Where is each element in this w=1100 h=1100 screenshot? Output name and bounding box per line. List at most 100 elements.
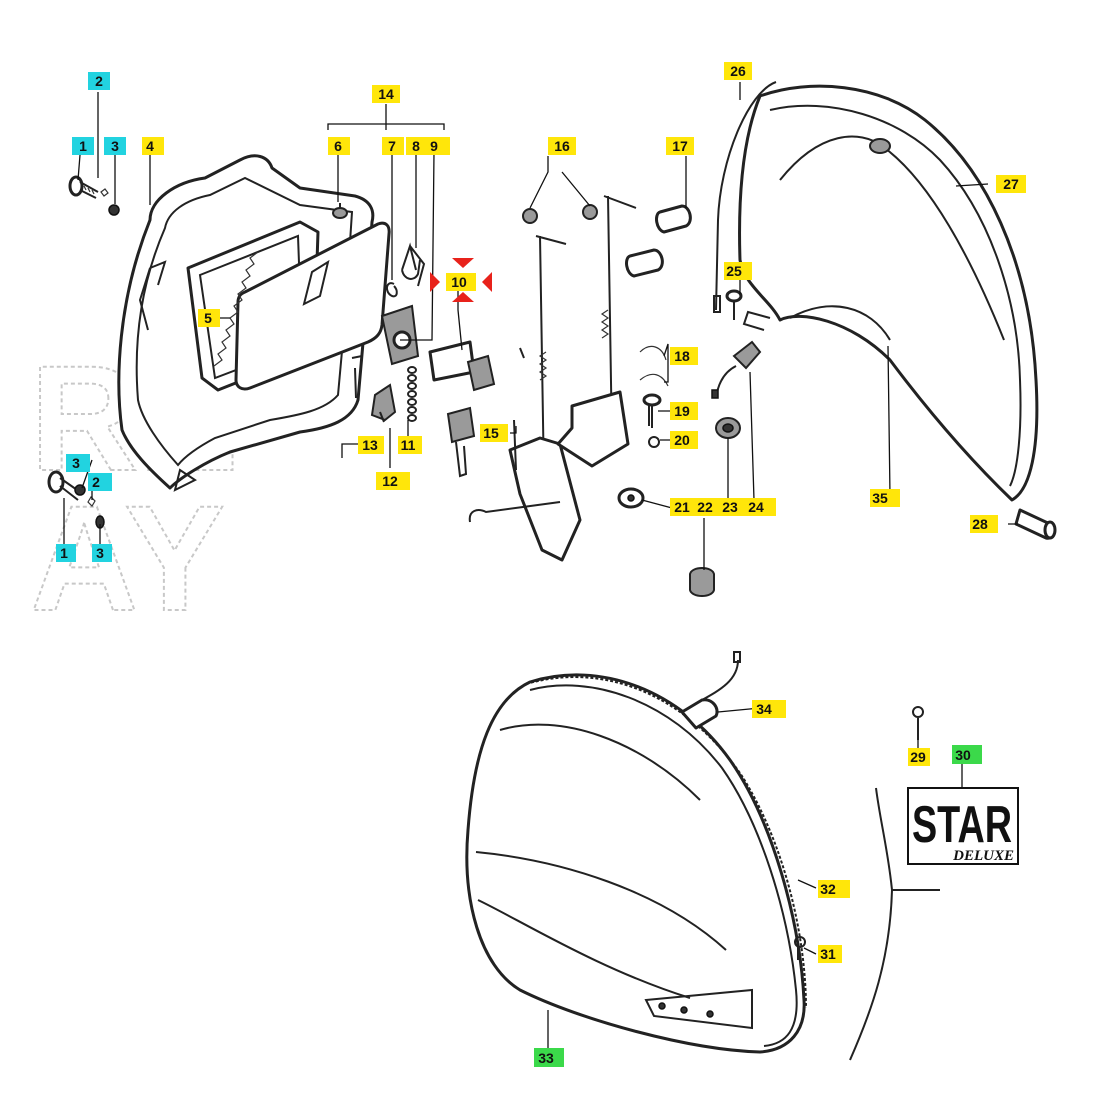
svg-text:34: 34 [756,701,772,717]
rivet-part-6 [332,203,348,219]
lock-body-part-9 [380,304,420,366]
latch-part-12 [370,383,397,423]
svg-text:2: 2 [92,474,100,490]
svg-text:23: 23 [722,499,738,515]
label-27: 27 [996,175,1026,193]
spring-part-11 [407,366,418,422]
screw-part-25 [725,289,743,320]
label-33: 33 [534,1048,564,1067]
bracket-part-8 [401,242,426,287]
label-12: 12 [376,472,410,490]
svg-text:3: 3 [72,455,80,471]
svg-text:3: 3 [96,545,104,561]
svg-text:17: 17 [672,138,688,154]
label-15: 15 [480,424,508,442]
gasket-end-part-26 [713,295,721,313]
svg-text:7: 7 [388,138,396,154]
bolt-part-1-top [68,175,99,199]
label-28: 28 [970,515,998,533]
svg-text:20: 20 [674,432,690,448]
saddlebag-shell-part-33 [465,673,806,1054]
label-3-bottom-b: 3 [92,544,112,562]
svg-text:13: 13 [362,437,378,453]
part-labels: 1 2 3 4 5 6 7 8 9 10 11 12 13 14 15 16 1… [56,62,1026,1067]
label-29: 29 [908,748,930,766]
washer-part-20 [648,436,660,448]
label-32: 32 [818,880,850,898]
svg-text:19: 19 [674,403,690,419]
grommet-part-23 [715,417,741,439]
label-34: 34 [752,700,786,718]
label-5: 5 [198,309,220,327]
label-16: 16 [548,137,576,155]
svg-text:22: 22 [697,499,713,515]
label-6: 6 [328,137,350,155]
nut-part-3-top [108,204,120,216]
clip-part-31 [794,936,806,960]
label-30: 30 [952,745,982,764]
label-13: 13 [358,436,384,454]
svg-text:14: 14 [378,86,394,102]
svg-text:26: 26 [730,63,746,79]
svg-text:32: 32 [820,881,836,897]
pins-part-17 [625,204,692,278]
label-10: 10 [446,273,476,291]
svg-text:1: 1 [79,138,87,154]
leader-lines [63,82,1018,1056]
label-3-top: 3 [104,137,126,155]
svg-text:29: 29 [910,749,926,765]
label-9: 9 [426,137,450,155]
svg-text:18: 18 [674,348,690,364]
svg-text:28: 28 [972,516,988,532]
svg-text:2: 2 [95,73,103,89]
rivet-part-29 [912,706,924,740]
gasket-part-26 [715,81,777,311]
svg-text:8: 8 [412,138,420,154]
svg-text:1: 1 [60,545,68,561]
svg-text:27: 27 [1003,176,1019,192]
svg-text:33: 33 [538,1050,554,1066]
emblem-subtitle: DELUXE [952,848,1014,864]
label-11: 11 [398,436,422,454]
nut-part-3-bottom-a [74,484,86,496]
label-31: 31 [818,945,842,963]
label-23: 23 [718,498,742,516]
springs-part-18 [538,309,669,387]
spring-part-5 [213,251,259,367]
svg-text:15: 15 [483,425,499,441]
label-2-bottom: 2 [88,473,112,491]
screw-part-19 [642,393,662,428]
label-2-top: 2 [88,72,110,90]
svg-text:35: 35 [872,490,888,506]
lid-part-27 [738,84,1039,502]
label-17: 17 [666,137,694,155]
svg-text:6: 6 [334,138,342,154]
label-18: 18 [670,347,698,365]
pin-part-28 [1014,508,1057,540]
svg-text:21: 21 [674,499,690,515]
label-35: 35 [870,489,900,507]
emblem-part-30: STAR DELUXE [907,787,1019,865]
label-22: 22 [694,498,718,516]
svg-text:16: 16 [554,138,570,154]
key-part [446,406,476,478]
label-24: 24 [742,498,776,516]
label-4: 4 [142,137,164,155]
svg-text:31: 31 [820,946,836,962]
svg-text:12: 12 [382,473,398,489]
svg-text:11: 11 [401,437,416,453]
label-14: 14 [372,85,400,103]
washer-part-21 [617,487,645,509]
svg-text:25: 25 [726,263,742,279]
door-panel [234,221,391,391]
svg-text:5: 5 [204,310,212,326]
svg-text:9: 9 [430,138,438,154]
rivet-part-16-left [522,208,538,224]
svg-text:30: 30 [955,747,971,763]
gasket-part-32 [525,676,807,1009]
rivet-part-16-right [582,204,598,220]
svg-text:24: 24 [748,499,764,515]
label-25: 25 [724,262,752,280]
label-3-bottom-a: 3 [66,454,90,472]
strip-part-35 [742,310,771,331]
